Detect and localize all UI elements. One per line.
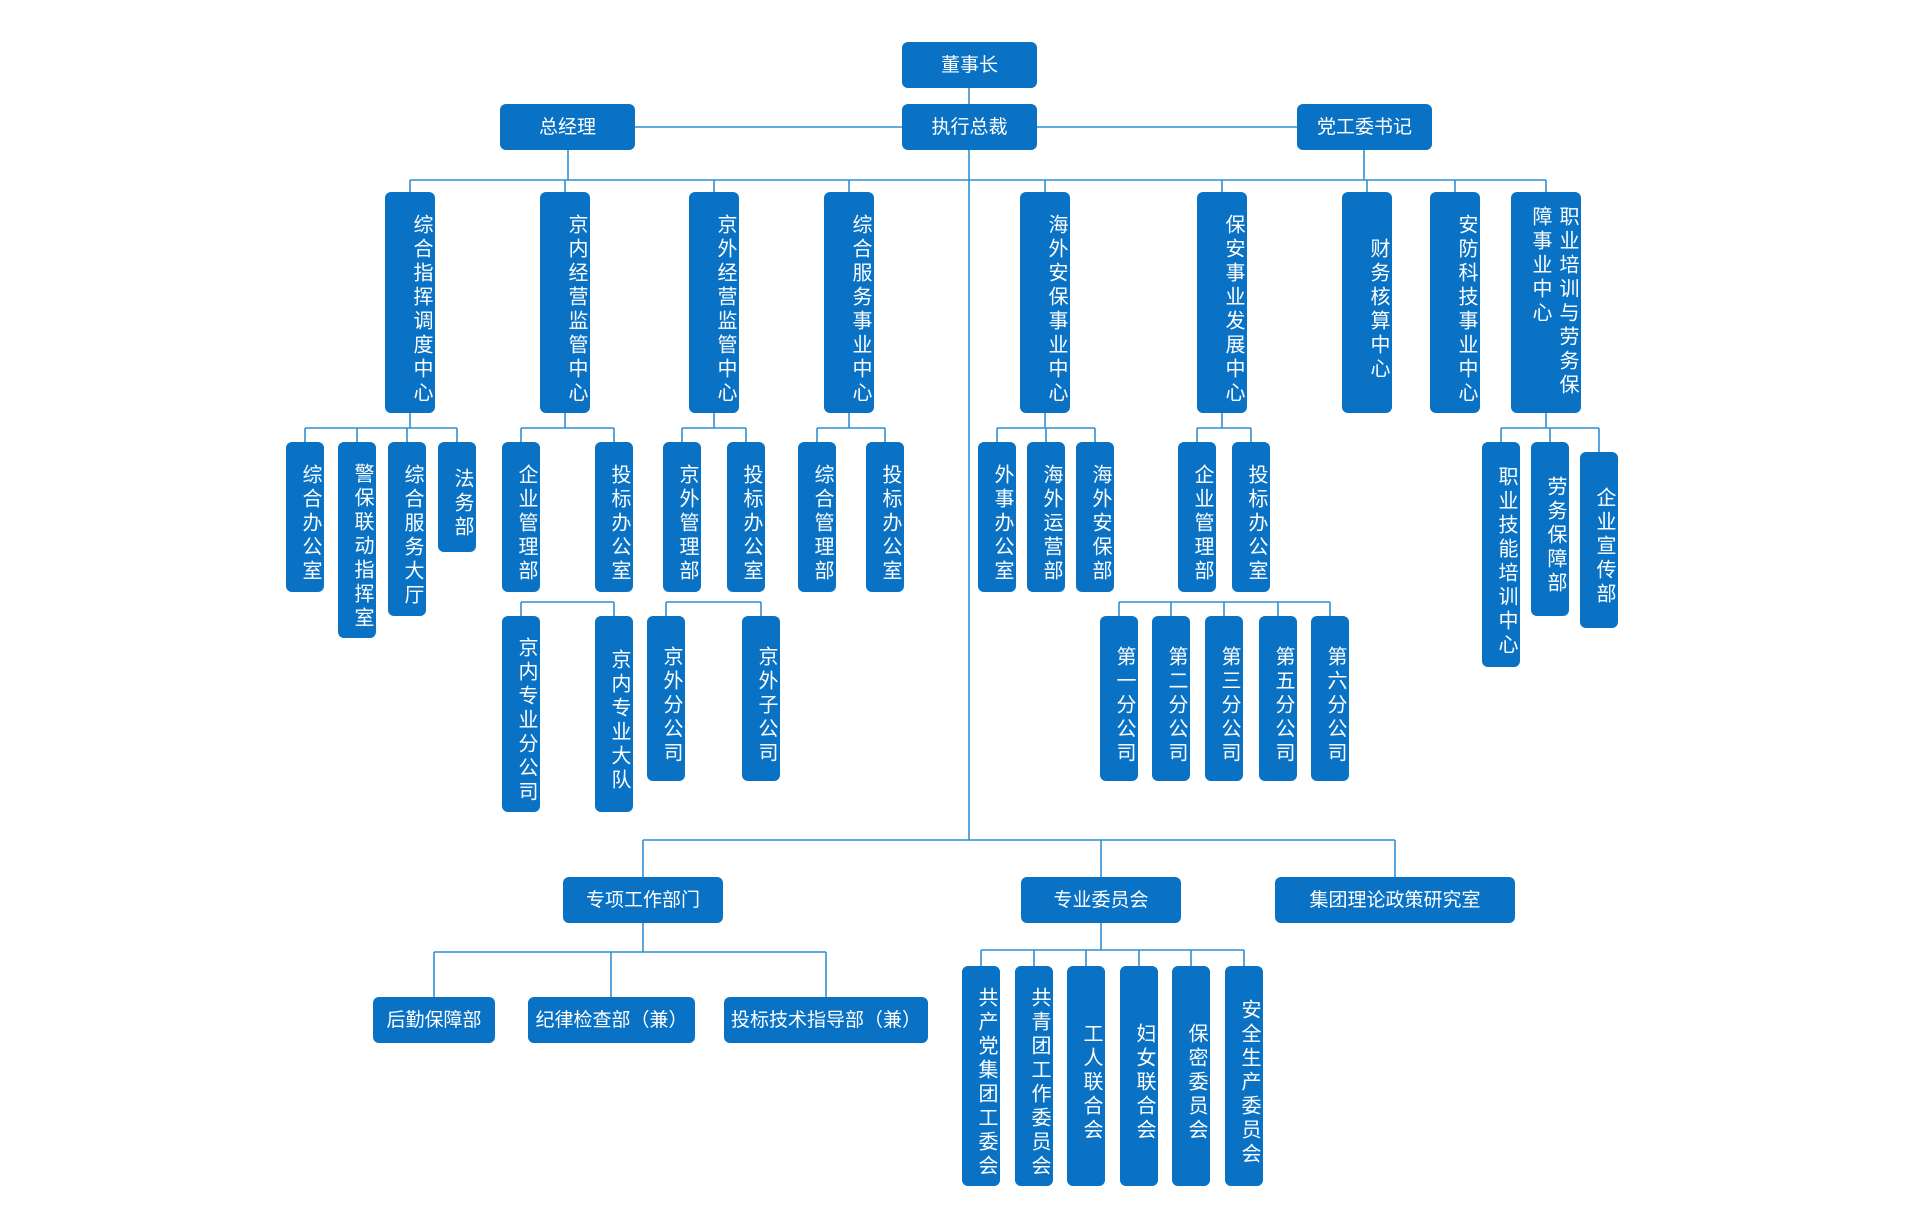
security-dev-unit-enterprise-management: 企业管理部 xyxy=(1178,442,1216,592)
branch-company-3: 第三分公司 xyxy=(1205,616,1243,781)
security-dev-unit-bidding-office: 投标办公室 xyxy=(1232,442,1270,592)
branch-company-2: 第二分公司 xyxy=(1152,616,1190,781)
services-unit-general-management: 综合管理部 xyxy=(798,442,836,592)
party-secretary-node: 党工委书记 xyxy=(1297,104,1432,150)
committee-workers-union: 工人联合会 xyxy=(1067,966,1105,1186)
special-dept-bidding-technical: 投标技术指导部（兼） xyxy=(724,997,928,1043)
integrated-services-center: 综合服务事业中心 xyxy=(824,192,874,413)
training-unit-vocational-skills: 职业技能培训中心 xyxy=(1482,442,1520,667)
overseas-unit-security: 海外安保部 xyxy=(1076,442,1114,592)
executive-president-node: 执行总裁 xyxy=(902,104,1037,150)
finance-accounting-center: 财务核算中心 xyxy=(1342,192,1392,413)
beijing-unit-bidding-office: 投标办公室 xyxy=(595,442,633,592)
branch-company-1: 第一分公司 xyxy=(1100,616,1138,781)
command-unit-legal: 法务部 xyxy=(438,442,476,552)
beijing-ops-supervision-center: 京内经营监管中心 xyxy=(540,192,590,413)
committee-confidentiality: 保密委员会 xyxy=(1172,966,1210,1186)
overseas-security-center: 海外安保事业中心 xyxy=(1020,192,1070,413)
training-unit-publicity: 企业宣传部 xyxy=(1580,452,1618,628)
theory-policy-research-node: 集团理论政策研究室 xyxy=(1275,877,1515,923)
beijing-branch-professional-company: 京内专业分公司 xyxy=(502,616,540,812)
special-dept-discipline: 纪律检查部（兼） xyxy=(528,997,695,1043)
services-unit-bidding-office: 投标办公室 xyxy=(866,442,904,592)
outside-branch-company: 京外分公司 xyxy=(647,616,685,781)
committee-production-safety: 安全生产委员会 xyxy=(1225,966,1263,1186)
committee-party: 共产党集团工委会 xyxy=(962,966,1000,1186)
overseas-unit-foreign-affairs: 外事办公室 xyxy=(978,442,1016,592)
branch-company-5: 第五分公司 xyxy=(1259,616,1297,781)
command-dispatch-center: 综合指挥调度中心 xyxy=(385,192,435,413)
command-unit-general-office: 综合办公室 xyxy=(286,442,324,592)
outside-unit-management: 京外管理部 xyxy=(663,442,701,592)
overseas-unit-operations: 海外运营部 xyxy=(1027,442,1065,592)
outside-subsidiary: 京外子公司 xyxy=(742,616,780,781)
outside-ops-supervision-center: 京外经营监管中心 xyxy=(689,192,739,413)
general-manager-node: 总经理 xyxy=(500,104,635,150)
outside-unit-bidding-office: 投标办公室 xyxy=(727,442,765,592)
security-development-center: 保安事业发展中心 xyxy=(1197,192,1247,413)
special-dept-logistics: 后勤保障部 xyxy=(373,997,495,1043)
security-technology-center: 安防科技事业中心 xyxy=(1430,192,1480,413)
command-unit-service-hall: 综合服务大厅 xyxy=(388,442,426,616)
professional-committees-node: 专业委员会 xyxy=(1021,877,1181,923)
chairman-node: 董事长 xyxy=(902,42,1037,88)
committee-womens-federation: 妇女联合会 xyxy=(1120,966,1158,1186)
command-unit-police-security-room: 警保联动指挥室 xyxy=(338,442,376,638)
beijing-branch-professional-brigade: 京内专业大队 xyxy=(595,616,633,812)
training-unit-labor-security: 劳务保障部 xyxy=(1531,442,1569,616)
committee-youth-league: 共青团工作委员会 xyxy=(1015,966,1053,1186)
branch-company-6: 第六分公司 xyxy=(1311,616,1349,781)
special-work-departments-node: 专项工作部门 xyxy=(563,877,723,923)
beijing-unit-enterprise-management: 企业管理部 xyxy=(502,442,540,592)
training-labor-center: 职业培训与劳务保障事业中心 xyxy=(1511,192,1581,413)
